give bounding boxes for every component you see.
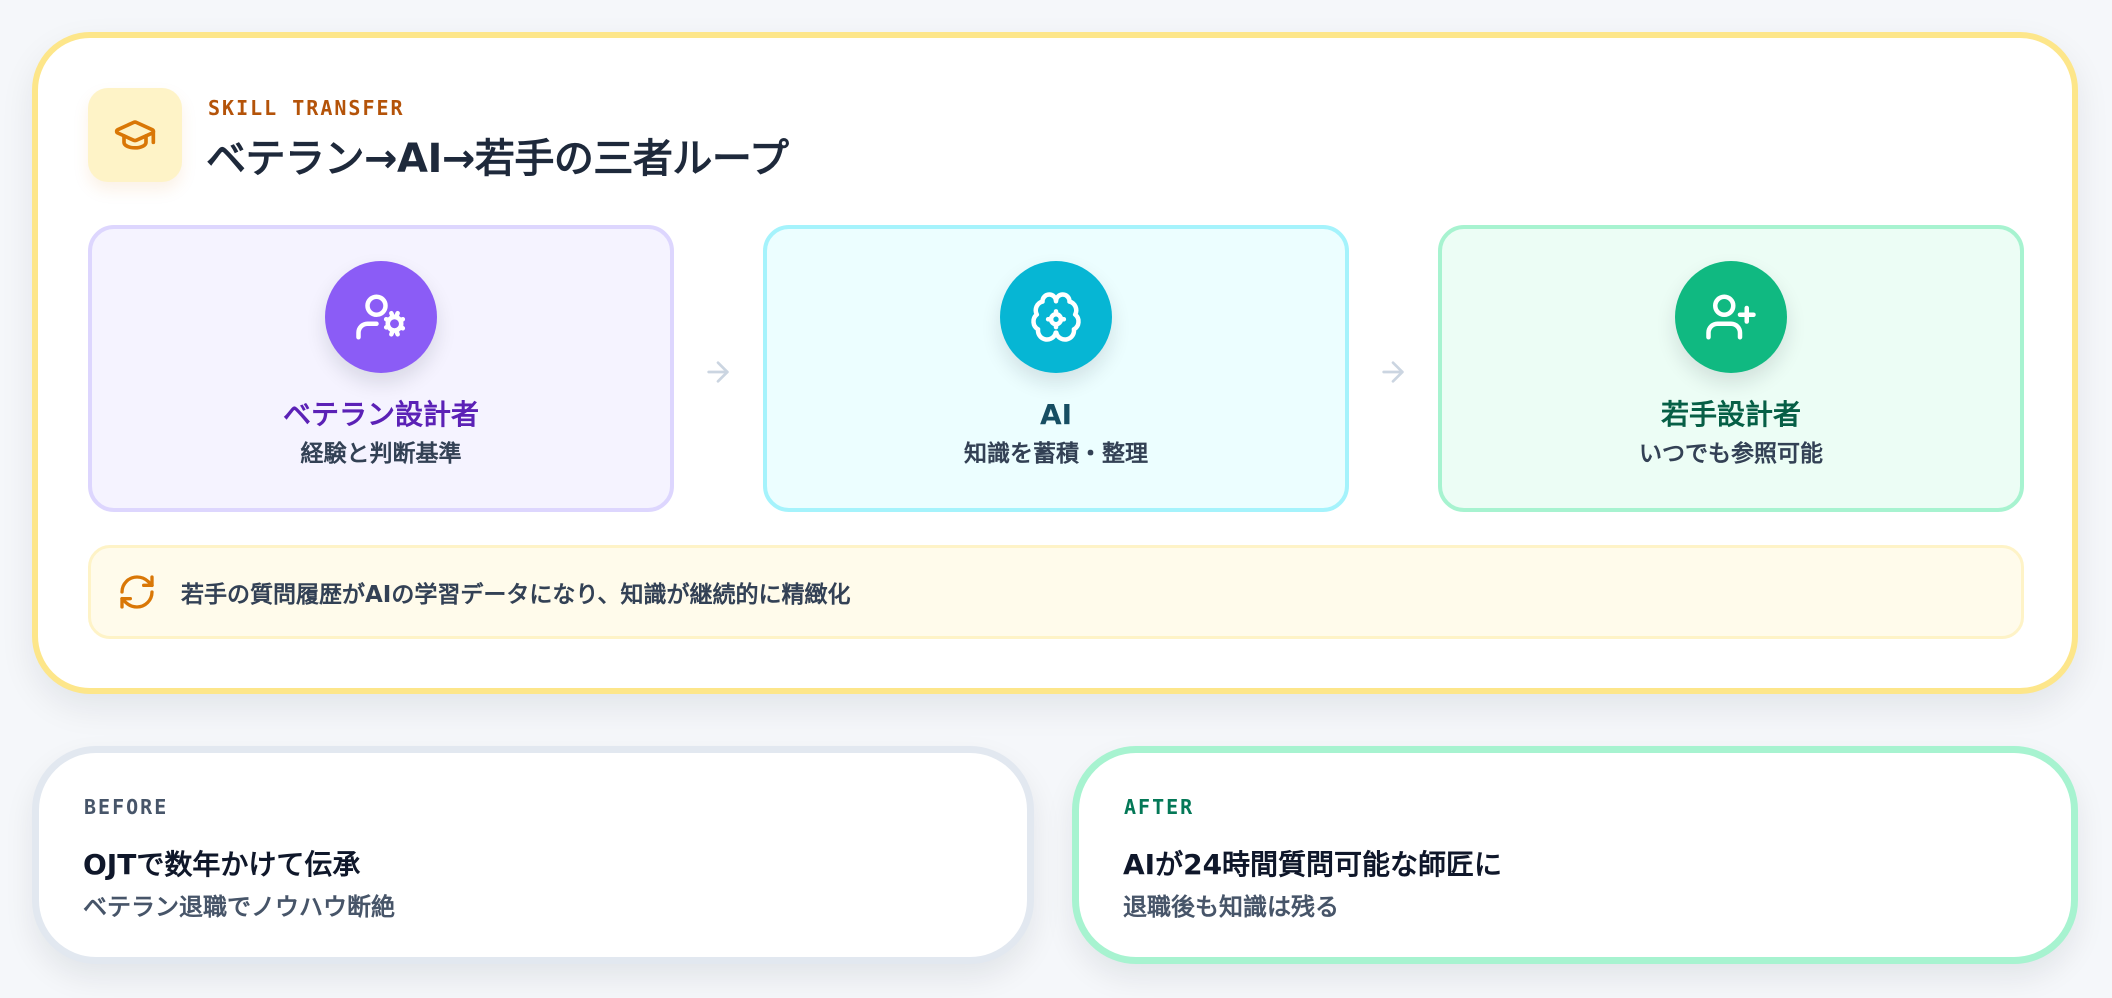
role-icon-circle [1000, 261, 1112, 373]
role-name: ベテラン設計者 [282, 398, 479, 431]
graduation-cap-icon [114, 120, 156, 150]
before-card: BEFORE OJTで数年かけて伝承 ベテラン退職でノウハウ断絶 [32, 746, 1034, 964]
role-description: 知識を蓄積・整理 [964, 441, 1148, 467]
before-detail: ベテラン退職でノウハウ断絶 [83, 893, 395, 921]
header-icon-box [88, 88, 182, 182]
role-icon-circle [1675, 261, 1787, 373]
arrow-right-icon [1373, 352, 1413, 392]
brain-cog-icon [1031, 292, 1081, 342]
user-plus-icon [1706, 294, 1756, 340]
before-label: BEFORE [84, 795, 169, 819]
feedback-loop-banner: 若手の質問履歴がAIの学習データになり、知識が継続的に精緻化 [88, 545, 2024, 639]
after-label: AFTER [1124, 795, 1195, 819]
role-card-junior: 若手設計者 いつでも参照可能 [1438, 225, 2024, 512]
skill-transfer-card: SKILL TRANSFER ベテラン→AI→若手の三者ループ ベテラン設計者 … [32, 32, 2078, 694]
section-eyebrow: SKILL TRANSFER [208, 96, 405, 120]
user-cog-icon [356, 294, 406, 340]
before-headline: OJTで数年かけて伝承 [83, 848, 361, 881]
refresh-icon [120, 575, 154, 609]
section-title: ベテラン→AI→若手の三者ループ [206, 136, 789, 182]
role-description: いつでも参照可能 [1639, 441, 1823, 467]
role-card-veteran: ベテラン設計者 経験と判断基準 [88, 225, 674, 512]
arrow-right-icon [698, 352, 738, 392]
role-description: 経験と判断基準 [300, 441, 462, 467]
role-card-ai: AI 知識を蓄積・整理 [763, 225, 1349, 512]
after-headline: AIが24時間質問可能な師匠に [1123, 848, 1503, 881]
role-name: 若手設計者 [1660, 398, 1801, 431]
after-detail: 退職後も知識は残る [1123, 893, 1339, 921]
after-card: AFTER AIが24時間質問可能な師匠に 退職後も知識は残る [1072, 746, 2078, 964]
role-name: AI [1039, 398, 1073, 431]
role-icon-circle [325, 261, 437, 373]
feedback-loop-text: 若手の質問履歴がAIの学習データになり、知識が継続的に精緻化 [181, 582, 851, 608]
